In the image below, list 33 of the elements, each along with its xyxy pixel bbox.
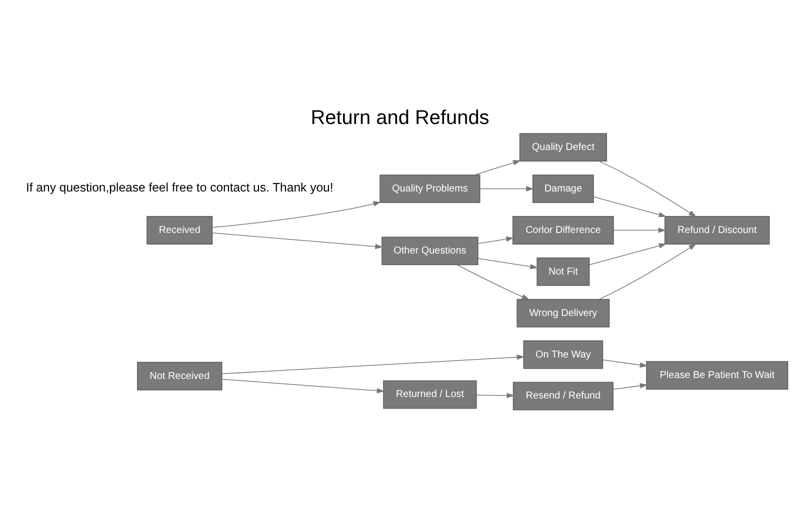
- arrow: [589, 242, 667, 265]
- arrow: [593, 196, 666, 217]
- arrow: [598, 243, 696, 300]
- arrow: [474, 160, 521, 175]
- arrow: [613, 227, 666, 232]
- arrow: [212, 232, 383, 249]
- arrow: [478, 258, 538, 269]
- node-box: Resend / Refund: [512, 381, 614, 410]
- node-box: Other Questions: [382, 236, 478, 265]
- arrow: [598, 160, 696, 216]
- arrow: [222, 354, 525, 374]
- arrow: [456, 264, 530, 300]
- node-box: Corlor Difference: [512, 216, 614, 244]
- arrow: [476, 392, 514, 398]
- node-box: Damage: [532, 174, 594, 202]
- arrow: [478, 236, 514, 244]
- arrow: [480, 186, 534, 191]
- node-box: Quality Defect: [519, 132, 607, 162]
- node-box: Quality Problems: [380, 174, 480, 202]
- node-box: On The Way: [523, 340, 604, 368]
- node-box: Wrong Delivery: [516, 298, 610, 327]
- arrow: [602, 359, 648, 368]
- label: If any question,please feel free to contact us. Thank you!: [26, 180, 334, 194]
- node-box: Not Received: [137, 361, 222, 390]
- arrow: [612, 382, 648, 390]
- node-box: Returned / Lost: [383, 380, 477, 408]
- arrow: [212, 200, 381, 228]
- arrow: [222, 378, 385, 393]
- node-box: Not Fit: [536, 257, 590, 286]
- diagram-title: Return and Refunds: [310, 106, 490, 129]
- node-box: Received: [146, 216, 213, 244]
- node-box: Refund / Discount: [664, 216, 770, 244]
- node-box: Please Be Patient To Wait: [646, 360, 788, 390]
